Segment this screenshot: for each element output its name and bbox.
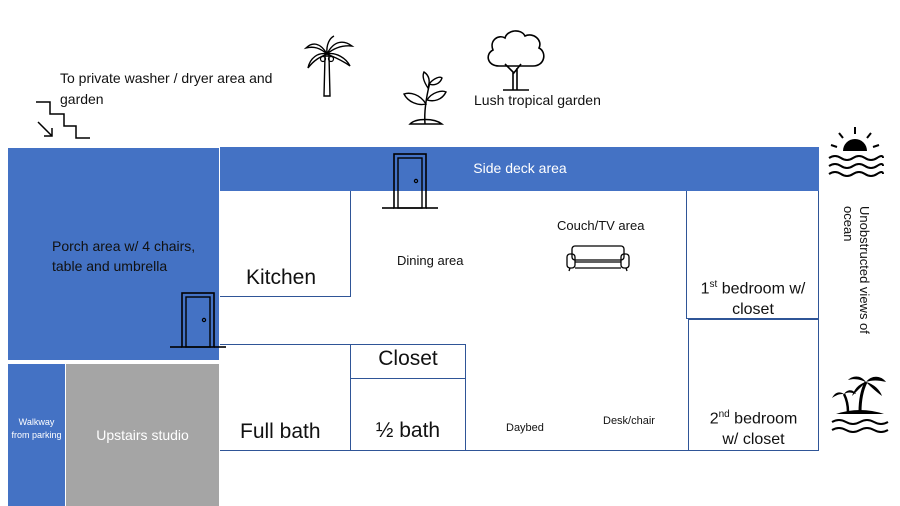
bedroom-2-line2: w/ closet (722, 431, 785, 449)
upstairs-studio (66, 364, 219, 506)
couch-icon (566, 245, 630, 272)
daybed-label: Daybed (506, 422, 544, 434)
sunset-ocean-icon (828, 127, 884, 177)
walkway-label: Walkway from parking (11, 417, 62, 440)
palm-tree-icon (303, 35, 355, 97)
bedroom-2-number: 2 (709, 410, 719, 428)
closet-room (350, 344, 466, 379)
porch-label: Porch area w/ 4 chairs, table and umbrel… (52, 238, 196, 274)
bedroom-2-suffix: nd (718, 409, 730, 420)
desk-chair-label: Desk/chair (603, 415, 655, 427)
kitchen-room (220, 191, 351, 297)
lush-garden-label: Lush tropical garden (474, 92, 601, 108)
bedroom-2 (688, 319, 819, 451)
bedroom-1-label: 1st bedroom w/ closet (688, 274, 818, 320)
side-deck-area (220, 147, 819, 191)
walkway-area (8, 364, 65, 506)
stairs-icon (36, 101, 90, 139)
half-bath-label: ½ bath (375, 419, 441, 442)
bottom-wall (465, 450, 698, 451)
door-icon (170, 292, 226, 348)
bedroom-2-text: bedroom (729, 410, 798, 428)
full-bath-room (220, 344, 351, 451)
island-icon (831, 376, 889, 433)
tree-icon (487, 30, 545, 91)
bedroom-2-label: 2nd bedroom w/ closet (688, 404, 819, 450)
full-bath-label: Full bath (240, 420, 321, 443)
closet-label: Closet (378, 347, 438, 370)
bedroom-1-suffix: st (709, 279, 718, 290)
sprout-icon (403, 70, 447, 125)
bedroom-1-line2: closet (732, 301, 774, 319)
door-icon (382, 153, 438, 209)
half-bath-room (350, 378, 466, 451)
side-deck-label: Side deck area (473, 160, 567, 176)
kitchen-label: Kitchen (246, 266, 317, 289)
ocean-views-label: Unobstructed views of ocean (841, 206, 872, 334)
studio-label: Upstairs studio (96, 427, 189, 443)
bedroom-1 (686, 191, 819, 319)
couch-tv-label: Couch/TV area (557, 218, 645, 233)
bedroom-1-number: 1 (700, 280, 710, 298)
bedroom-1-text: bedroom w/ (717, 280, 806, 298)
washer-garden-label: To private washer / dryer area and garde… (60, 70, 273, 107)
dining-label: Dining area (397, 253, 464, 268)
